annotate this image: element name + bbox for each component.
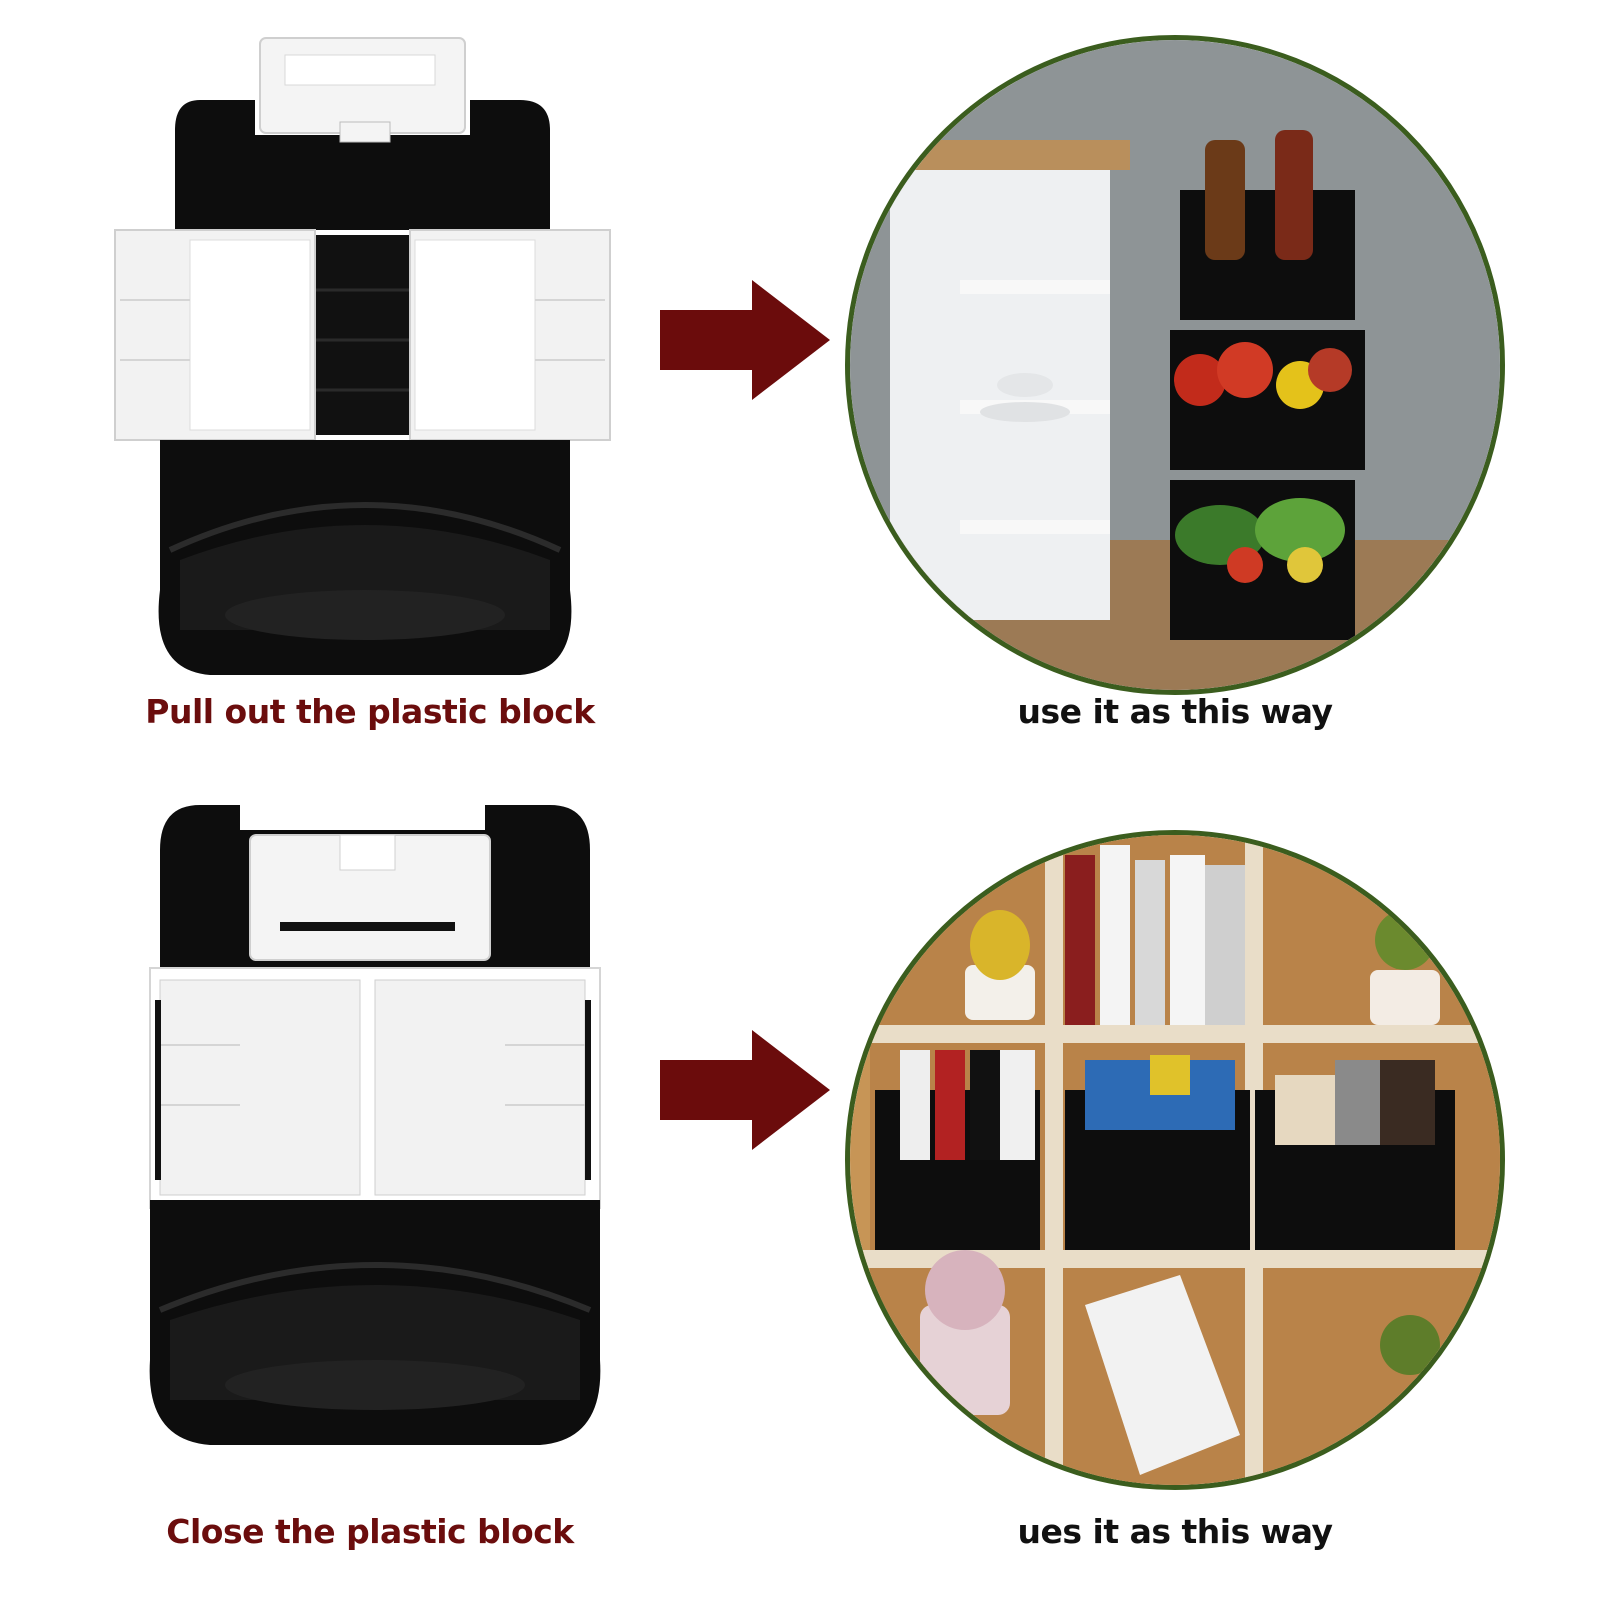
right-arrow-icon [660, 280, 830, 400]
caption-use-way: use it as this way [1017, 692, 1333, 731]
basket-closed-illustration [149, 805, 601, 1445]
kitchen-usage-photo [845, 35, 1505, 695]
caption-pull-out: Pull out the plastic block [145, 692, 595, 731]
bottom-basket-bottom-view [130, 800, 620, 1460]
caption-ues-way: ues it as this way [1017, 1512, 1333, 1551]
basket-pulled-out-illustration [114, 37, 611, 675]
right-arrow-icon [660, 1030, 830, 1150]
shelf-usage-photo [845, 830, 1505, 1490]
top-basket-bottom-view [110, 30, 620, 690]
caption-close: Close the plastic block [166, 1512, 574, 1551]
